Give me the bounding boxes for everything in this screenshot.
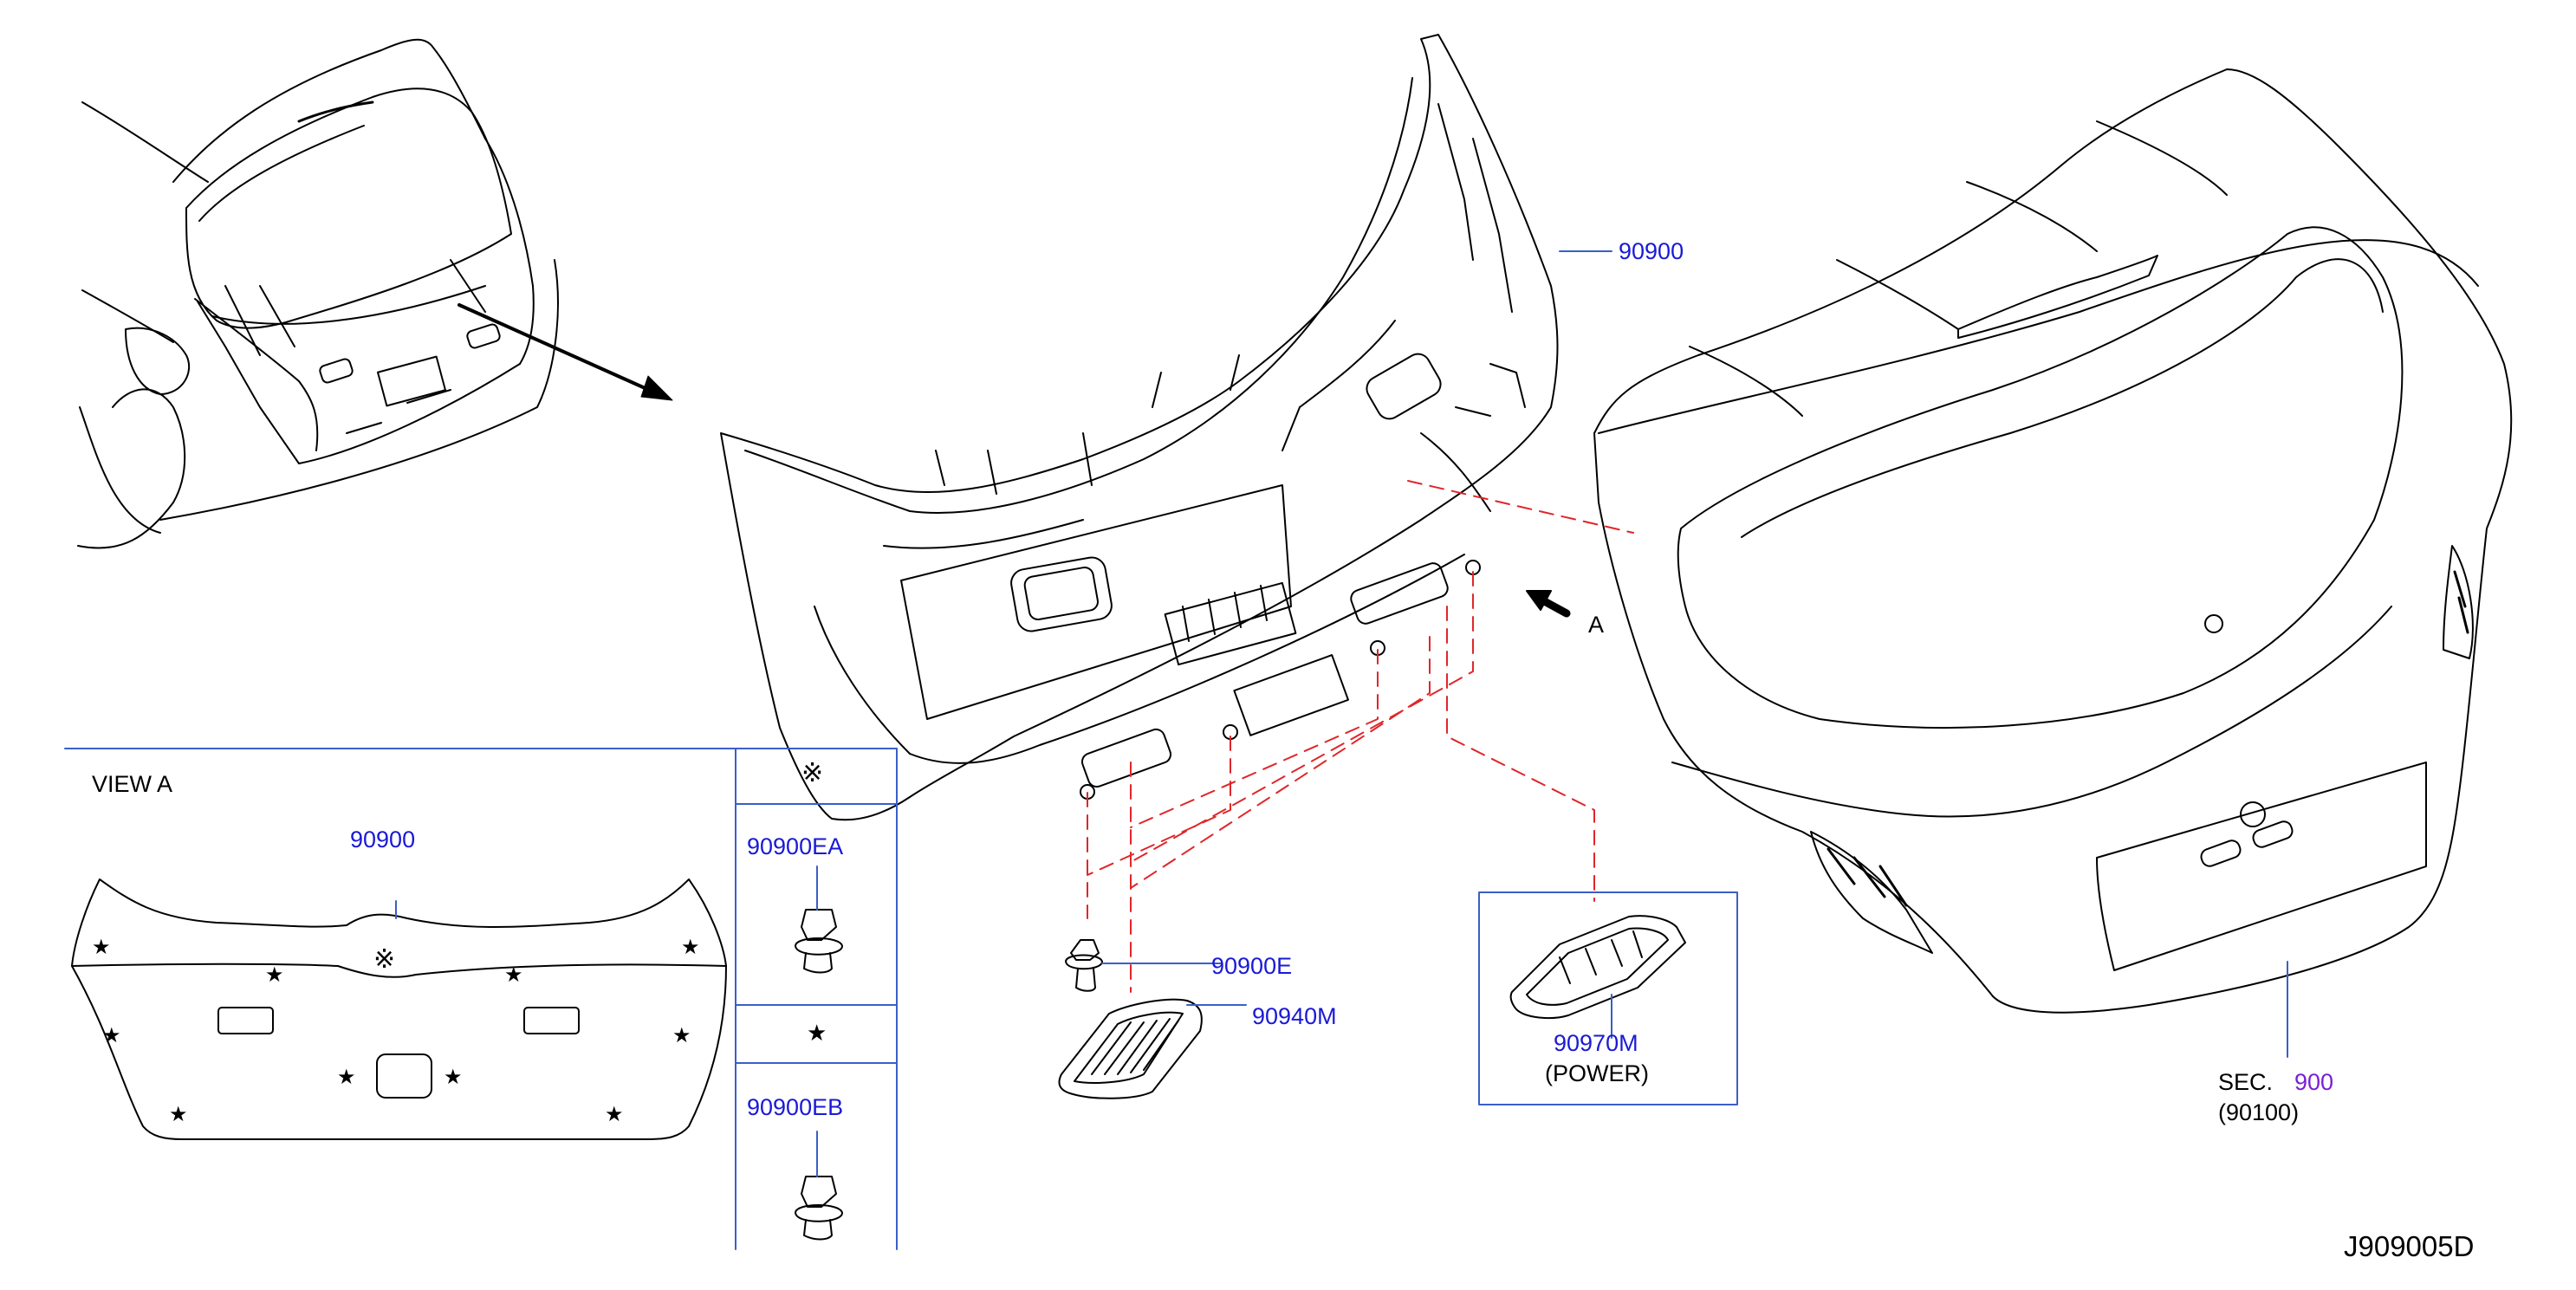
handle-90940m — [1058, 998, 1247, 1099]
reference-mark-icon: ※ — [801, 758, 824, 788]
view-a-panel-outline — [71, 878, 727, 1140]
star-icon: ★ — [807, 1021, 827, 1047]
star-icon: ★ — [504, 963, 523, 987]
section-sub-part: (90100) — [2218, 1099, 2300, 1125]
star-icon: ★ — [337, 1065, 356, 1089]
part-number-90970m[interactable]: 90970M — [1554, 1030, 1638, 1056]
switch-power-note: (POWER) — [1545, 1060, 1649, 1086]
hatch-trim-panel — [720, 34, 1612, 821]
part-number-90900ea[interactable]: 90900EA — [747, 833, 844, 859]
part-number-90940m[interactable]: 90940M — [1252, 1003, 1337, 1029]
star-icon: ★ — [444, 1065, 463, 1089]
part-number-90900e[interactable]: 90900E — [1211, 953, 1293, 979]
view-a-part-number[interactable]: 90900 — [350, 827, 416, 852]
vehicle-overview-sketch — [77, 38, 673, 549]
star-icon: ★ — [681, 935, 700, 959]
view-a-arrow-label: A — [1588, 612, 1605, 638]
back-door-exterior — [1593, 68, 2513, 1058]
star-icon: ★ — [92, 935, 111, 959]
star-icon: ★ — [265, 963, 284, 987]
switch-90970m-box — [1478, 891, 1738, 1105]
view-a-title: VIEW A — [92, 771, 173, 797]
star-icon: ★ — [102, 1023, 121, 1047]
part-number-90900[interactable]: 90900 — [1619, 238, 1684, 264]
star-icon: ★ — [672, 1023, 691, 1047]
section-prefix: SEC. — [2218, 1069, 2274, 1095]
star-icon: ★ — [605, 1102, 624, 1126]
reference-mark-icon: ※ — [373, 944, 396, 975]
view-a-frame — [64, 748, 898, 1250]
star-icon: ★ — [169, 1102, 188, 1126]
drawing-id: J909005D — [2344, 1230, 2475, 1262]
side-clips — [795, 865, 843, 1241]
clip-90900e — [1065, 939, 1223, 992]
section-number-link[interactable]: 900 — [2294, 1069, 2334, 1095]
part-number-90900eb[interactable]: 90900EB — [747, 1094, 844, 1120]
hidden-relationship-lines — [1087, 480, 1634, 993]
